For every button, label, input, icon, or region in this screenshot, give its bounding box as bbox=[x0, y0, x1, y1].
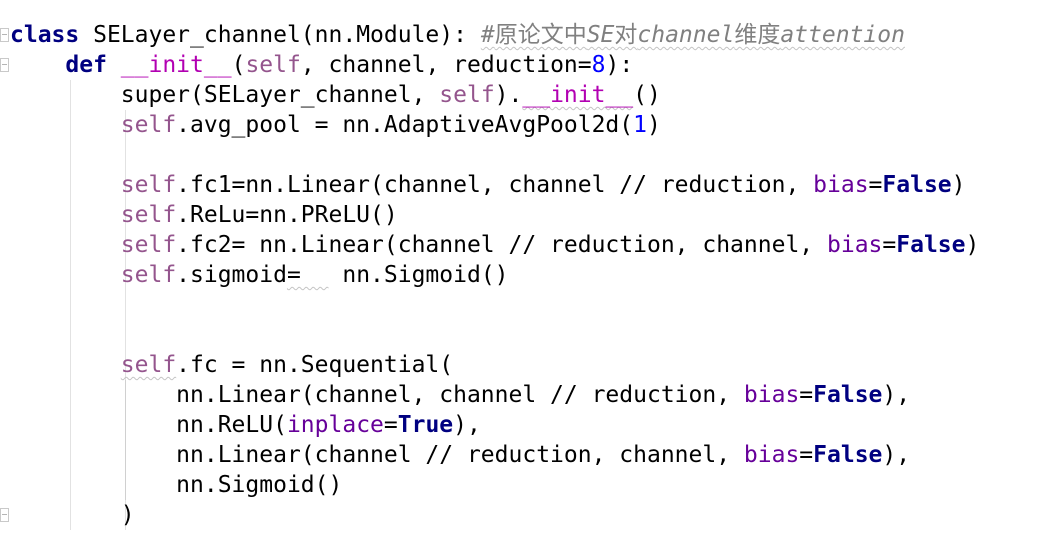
self-keyword: self bbox=[120, 232, 177, 258]
code-area[interactable]: class SELayer_channel(nn.Module): #原论文中S… bbox=[10, 20, 979, 530]
keyword-false: False bbox=[813, 382, 883, 408]
magic-method: __init__ bbox=[522, 82, 634, 108]
code-line-5[interactable] bbox=[10, 140, 979, 170]
keyword-false: False bbox=[813, 442, 883, 468]
indent-guide bbox=[70, 80, 71, 530]
self-keyword: self bbox=[245, 52, 301, 78]
code-line-6[interactable]: self.fc1=nn.Linear(channel, channel // r… bbox=[120, 172, 966, 198]
code-line-3[interactable]: super(SELayer_channel, self).__init__() bbox=[120, 82, 661, 108]
fold-icon[interactable] bbox=[0, 28, 9, 42]
keyword-argument: bias bbox=[743, 382, 800, 408]
keyword-true: True bbox=[397, 412, 454, 438]
self-keyword: self bbox=[439, 82, 495, 108]
self-keyword: self bbox=[120, 202, 177, 228]
self-keyword: self bbox=[120, 112, 177, 138]
keyword-false: False bbox=[896, 232, 966, 258]
keyword-false: False bbox=[882, 172, 952, 198]
pep8-warning: = bbox=[286, 262, 329, 288]
indent-guide bbox=[125, 380, 126, 500]
keyword-def: def bbox=[65, 52, 107, 78]
code-line-4[interactable]: self.avg_pool = nn.AdaptiveAvgPool2d(1) bbox=[120, 112, 661, 138]
code-line-9[interactable]: self.sigmoid= nn.Sigmoid() bbox=[120, 262, 509, 288]
code-line-8[interactable]: self.fc2= nn.Linear(channel // reduction… bbox=[120, 232, 980, 258]
comment: #原论文中SE对channel维度attention bbox=[480, 22, 905, 48]
code-line-7[interactable]: self.ReLu=nn.PReLU() bbox=[120, 202, 398, 228]
code-line-14[interactable]: nn.ReLU(inplace=True), bbox=[176, 412, 481, 438]
keyword-argument: bias bbox=[827, 232, 883, 258]
self-keyword: self bbox=[120, 352, 177, 378]
editor-gutter bbox=[0, 0, 10, 560]
number-literal: 1 bbox=[633, 112, 647, 138]
self-keyword: self bbox=[120, 172, 177, 198]
code-line-1[interactable]: class SELayer_channel(nn.Module): #原论文中S… bbox=[10, 20, 979, 50]
code-line-15[interactable]: nn.Linear(channel // reduction, channel,… bbox=[176, 442, 911, 468]
code-line-17[interactable]: ) bbox=[120, 502, 135, 528]
code-line-11[interactable] bbox=[10, 320, 979, 350]
magic-method: __init__ bbox=[120, 52, 232, 78]
code-line-10[interactable] bbox=[10, 290, 979, 320]
class-declaration: SELayer_channel(nn.Module): bbox=[79, 22, 481, 48]
indent-guide bbox=[125, 110, 126, 530]
fold-icon[interactable] bbox=[0, 508, 9, 522]
code-line-12[interactable]: self.fc = nn.Sequential( bbox=[120, 352, 454, 378]
code-line-13[interactable]: nn.Linear(channel, channel // reduction,… bbox=[176, 382, 911, 408]
self-keyword: self bbox=[120, 262, 177, 288]
fold-icon[interactable] bbox=[0, 58, 9, 72]
number-literal: 8 bbox=[591, 52, 606, 78]
code-line-2[interactable]: def __init__(self, channel, reduction=8)… bbox=[65, 52, 634, 78]
code-line-16[interactable]: nn.Sigmoid() bbox=[176, 472, 343, 498]
keyword-argument: bias bbox=[813, 172, 869, 198]
keyword-argument: bias bbox=[743, 442, 800, 468]
keyword-argument: inplace bbox=[286, 412, 384, 438]
keyword-class: class bbox=[10, 22, 80, 48]
